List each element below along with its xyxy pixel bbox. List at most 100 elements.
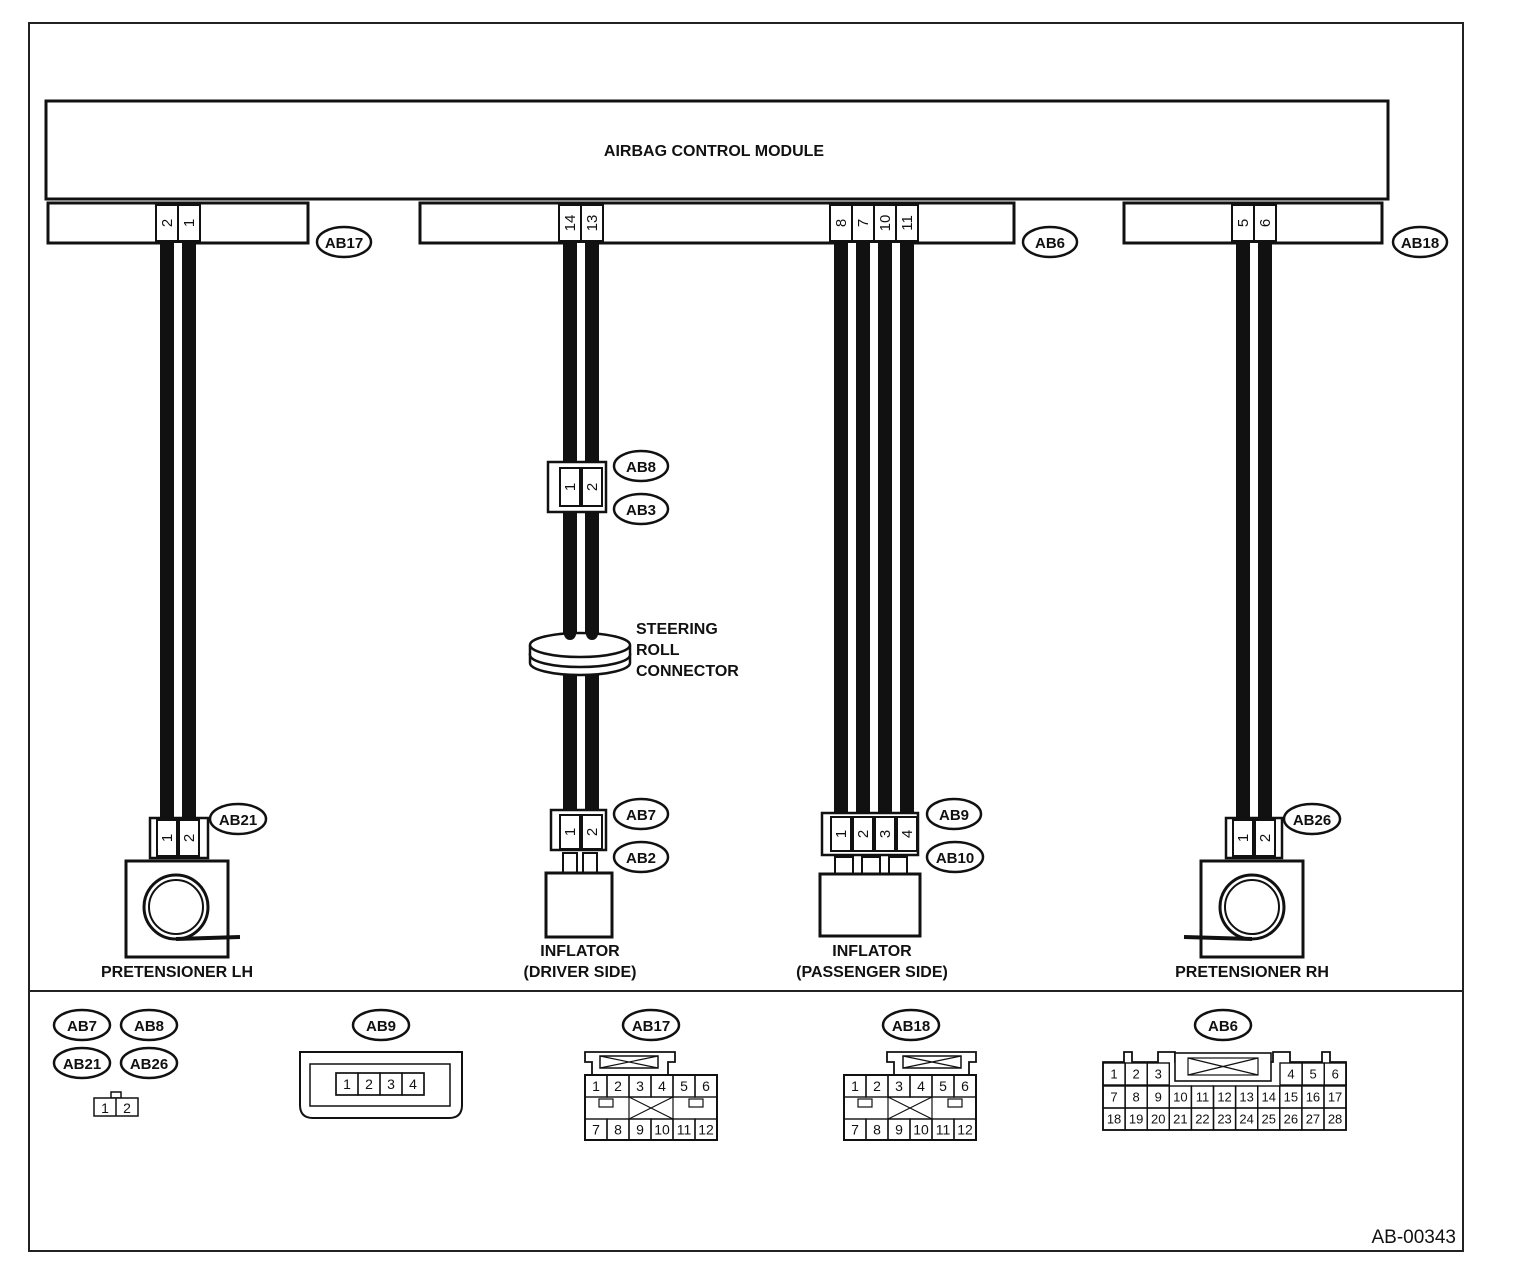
pretensioner-lh-label: PRETENSIONER LH [101,964,253,981]
inline-pin-ab26-cell [1232,819,1254,857]
svg-text:AB17: AB17 [632,1018,670,1035]
legend-ab18-pin-number: 9 [895,1122,903,1138]
svg-text:AB26: AB26 [1293,812,1331,829]
legend-ab18-pin-number: 4 [917,1078,925,1094]
legend-ab17-pin-number: 2 [614,1078,622,1094]
legend-ab6-pin-number: 10 [1173,1090,1187,1105]
legend-ab17-pin-number: 6 [702,1078,710,1094]
tag-ab7: AB7 [612,797,670,831]
legend-ab17-pin-number: 1 [592,1078,600,1094]
legend-connector-ab9 [299,1051,463,1119]
legend-ab6-pin-number: 8 [1133,1090,1140,1105]
legend-ab6-pin-number: 28 [1328,1112,1342,1127]
inline-pin-ab7-cell [559,814,581,850]
inline-pin-ab26-cell [1254,819,1276,857]
inline-pin-ab8-number: 2 [584,483,601,491]
legend-ab6-pin-number: 23 [1217,1112,1231,1127]
inline-pin-ab9-number: 1 [833,830,850,838]
legend-ab18-pin-number: 7 [851,1122,859,1138]
legend-ab17-pin-number: 11 [677,1122,692,1138]
pretensioner-lh [124,859,241,959]
module-pin-ab18-number: 6 [1257,219,1274,227]
svg-text:AB9: AB9 [366,1018,396,1035]
inline-pin-ab9-cell [830,816,852,852]
svg-text:AB9: AB9 [939,807,969,824]
legend-2pin-1: 1 [101,1100,109,1116]
steering-roll-label-2: ROLL [636,642,680,659]
tag-ab2: AB2 [612,840,670,874]
legend-ab6-pin-number: 15 [1284,1090,1298,1105]
legend-ab17-pin-number: 12 [698,1122,714,1138]
inline-pin-ab7-number: 1 [562,828,579,836]
legend-ab6-pin-number: 20 [1151,1112,1165,1127]
legend-connector-2pin [93,1091,139,1117]
legend-ab9-pin-number: 1 [343,1076,351,1092]
svg-text:AB7: AB7 [626,807,656,824]
inline-pin-ab26-number: 1 [1235,834,1252,842]
tag-ab10: AB10 [925,840,985,874]
legend-ab6-pin-number: 17 [1328,1090,1342,1105]
svg-text:AB6: AB6 [1035,235,1065,252]
legend-tag-ab6: AB6 [1193,1008,1253,1042]
legend-ab6-pin-number: 26 [1284,1112,1298,1127]
legend-ab6-pin-number: 22 [1195,1112,1209,1127]
legend-ab17-pin-cell [694,1074,718,1098]
legend-ab6-pin-cell [1323,1062,1347,1086]
inline-pin-ab9-cell [874,816,896,852]
legend-ab17-pin-number: 8 [614,1122,622,1138]
legend-ab17-pin-cell [694,1118,718,1141]
tag-ab8: AB8 [612,449,670,483]
tag-ab9: AB9 [925,797,983,831]
wire-harness [160,243,1272,818]
module-pin-ab6-cell [895,204,919,242]
module-pin-ab17-number: 1 [181,219,198,227]
legend-tag-ab7: AB7 [52,1008,112,1042]
legend-ab18-pin-number: 1 [851,1078,859,1094]
tag-ab26: AB26 [1282,802,1342,836]
legend-ab18-pin-number: 6 [961,1078,969,1094]
legend-ab6-pin-number: 19 [1129,1112,1143,1127]
tag-ab3: AB3 [612,492,670,526]
legend-tag-ab26: AB26 [119,1046,179,1080]
pretensioner-rh [1183,859,1305,959]
inline-pin-ab9-number: 3 [877,830,894,838]
legend-tag-ab21: AB21 [52,1046,112,1080]
legend-ab18-pin-number: 5 [939,1078,947,1094]
svg-text:AB8: AB8 [626,459,656,476]
legend-ab17-pin-number: 4 [658,1078,666,1094]
steering-roll-label-3: CONNECTOR [636,663,739,680]
legend-ab18-pin-number: 12 [957,1122,973,1138]
module-pin-ab17-cell [177,204,201,242]
legend-ab18-pin-cell [953,1118,977,1141]
legend-ab6-pin-number: 18 [1107,1112,1121,1127]
inline-pin-ab8-number: 1 [562,483,579,491]
inline-pin-ab8-cell [581,467,603,507]
diagram-frame [28,22,1464,1252]
inline-pin-ab21-cell [178,819,200,857]
svg-text:AB17: AB17 [325,235,363,252]
legend-ab18-pin-number: 11 [936,1122,951,1138]
inflator-passenger-label-2: (PASSENGER SIDE) [796,964,948,981]
legend-ab6-pin-number: 25 [1262,1112,1276,1127]
legend-ab6-pin-cell [1146,1062,1170,1086]
inflator-driver [544,852,614,939]
legend-ab6-pin-cell [1323,1107,1347,1131]
svg-text:AB3: AB3 [626,502,656,519]
svg-text:AB18: AB18 [1401,235,1439,252]
legend-tag-ab9: AB9 [351,1008,411,1042]
legend-ab17-pin-number: 5 [680,1078,688,1094]
legend-ab9-pin-number: 4 [409,1076,417,1092]
tag-ab18: AB18 [1391,225,1449,259]
module-pin-ab17-number: 2 [159,219,176,227]
module-pin-ab6-number: 14 [562,215,579,232]
legend-connector-ab6 [1102,1051,1347,1131]
inflator-passenger-label-1: INFLATOR [832,943,912,960]
legend-ab6-pin-number: 21 [1173,1112,1187,1127]
legend-ab6-pin-number: 24 [1239,1112,1253,1127]
module-pin-ab6-number: 8 [833,219,850,227]
inline-pin-ab21-number: 1 [159,834,176,842]
legend-tag-ab18: AB18 [881,1008,941,1042]
legend-ab6-pin-number: 3 [1155,1067,1162,1082]
inline-pin-ab9-cell [896,816,918,852]
